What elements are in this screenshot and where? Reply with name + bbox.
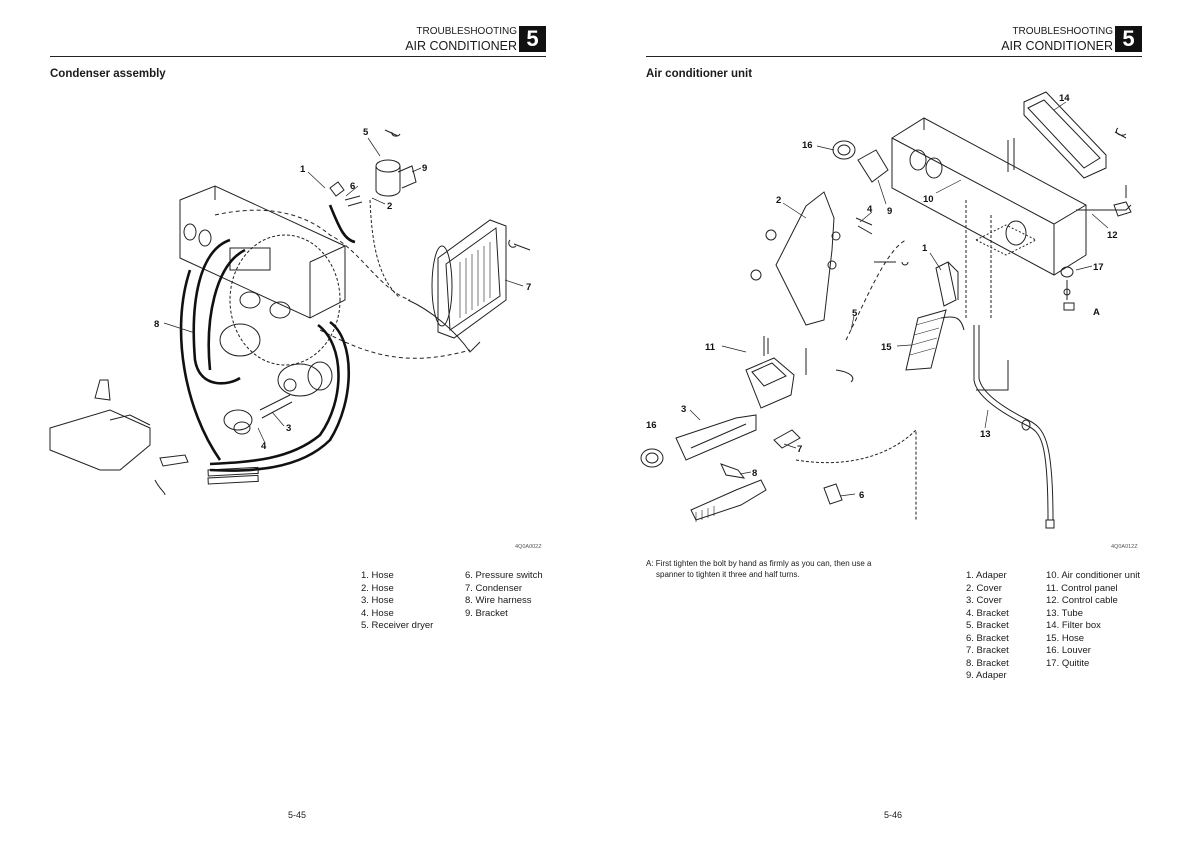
page-number: 5-46	[884, 810, 903, 820]
callout-2: 2	[776, 195, 781, 206]
legend-item: 9. Bracket	[465, 607, 508, 619]
legend-item: 5. Receiver dryer	[361, 620, 434, 631]
condenser-assembly-diagram: 1 2 3 4 5 6 7 8 9	[49, 127, 531, 496]
page-left: TROUBLESHOOTING AIR CONDITIONER 5 Conden…	[49, 26, 546, 820]
figure-code: 4Q0A012Z	[1111, 544, 1138, 550]
callout-15: 15	[881, 342, 892, 353]
chapter-number: 5	[519, 26, 546, 52]
callout-7: 7	[797, 444, 802, 455]
section-title: Air conditioner unit	[646, 68, 753, 80]
legend-item: 17. Quitite	[1046, 657, 1090, 669]
callout-11: 11	[705, 342, 716, 353]
callout-13: 13	[980, 429, 991, 440]
legend-item: 10. Air conditioner unit	[1046, 570, 1141, 581]
legend-item: 3. Cover	[966, 595, 1002, 606]
callout-6: 6	[350, 181, 355, 192]
air-conditioner-unit-diagram: 14 16 9 4 2 10 12 1 17 A 5 11 15 3 16 13…	[640, 91, 1132, 529]
legend-item: 7. Bracket	[966, 645, 1009, 656]
figure-code: 4Q0A002Z	[515, 544, 542, 550]
callout-1: 1	[922, 243, 928, 254]
header-section: TROUBLESHOOTING	[416, 26, 517, 37]
legend-item: 15. Hose	[1046, 632, 1085, 644]
callout-17: 17	[1093, 262, 1104, 273]
legend-item: 8. Wire harness	[465, 595, 532, 606]
callout-16: 16	[802, 140, 813, 151]
callout-4: 4	[867, 204, 873, 215]
header-title: AIR CONDITIONER	[405, 39, 517, 53]
callout-8: 8	[154, 319, 159, 330]
header-rule	[50, 56, 546, 57]
legend-item: 6. Bracket	[966, 632, 1009, 644]
legend-col-2: 6. Pressure switch 7. Condenser 8. Wire …	[465, 570, 543, 620]
note-line: spanner to tighten it three and half tur…	[656, 570, 800, 579]
header-title: AIR CONDITIONER	[1001, 39, 1113, 53]
legend-item: 1. Adaper	[966, 570, 1007, 581]
legend-item: 5. Bracket	[966, 620, 1009, 631]
callout-3: 3	[286, 423, 291, 434]
note-line: A: First tighten the bolt by hand as fir…	[646, 559, 872, 568]
legend-item: 3. Hose	[361, 595, 394, 606]
legend-item: 13. Tube	[1046, 607, 1083, 619]
callout-3: 3	[681, 404, 686, 415]
legend-item: 2. Cover	[966, 582, 1002, 594]
callout-a: A	[1093, 307, 1100, 318]
callout-6: 6	[859, 490, 864, 501]
legend-item: 11. Control panel	[1046, 582, 1118, 594]
legend-col-1: 1. Adaper 2. Cover 3. Cover 4. Bracket 5…	[966, 570, 1009, 683]
legend-item: 14. Filter box	[1046, 620, 1101, 631]
legend-col-2: 10. Air conditioner unit 11. Control pan…	[1046, 570, 1140, 670]
callout-16-lower: 16	[646, 420, 657, 431]
chapter-number: 5	[1115, 26, 1142, 52]
section-title: Condenser assembly	[50, 68, 166, 80]
callout-4: 4	[261, 441, 267, 452]
callout-9: 9	[887, 206, 892, 217]
callout-2: 2	[387, 201, 392, 212]
legend-item: 12. Control cable	[1046, 595, 1118, 606]
legend-item: 7. Condenser	[465, 582, 523, 594]
callout-14: 14	[1059, 93, 1070, 104]
page-number: 5-45	[288, 810, 307, 820]
legend-item: 6. Pressure switch	[465, 570, 543, 581]
legend-item: 1. Hose	[361, 570, 394, 581]
legend-item: 9. Adaper	[966, 670, 1007, 681]
legend-item: 16. Louver	[1046, 645, 1091, 656]
header-rule	[646, 56, 1142, 57]
legend-item: 2. Hose	[361, 582, 394, 594]
callout-9: 9	[422, 163, 427, 174]
callout-10: 10	[923, 194, 934, 205]
page-right: TROUBLESHOOTING AIR CONDITIONER 5 Air co…	[596, 0, 1192, 842]
callout-8: 8	[752, 468, 757, 479]
callout-5: 5	[852, 308, 858, 319]
callout-12: 12	[1107, 230, 1118, 241]
header-section: TROUBLESHOOTING	[1012, 26, 1113, 37]
legend-item: 8. Bracket	[966, 657, 1009, 669]
callout-1: 1	[300, 164, 306, 175]
legend-item: 4. Bracket	[966, 607, 1009, 619]
callout-5: 5	[363, 127, 369, 138]
note-a: A: First tighten the bolt by hand as fir…	[646, 558, 871, 580]
legend-col-1: 1. Hose 2. Hose 3. Hose 4. Hose 5. Recei…	[361, 570, 433, 633]
callout-7: 7	[526, 282, 531, 293]
legend-item: 4. Hose	[361, 607, 394, 619]
